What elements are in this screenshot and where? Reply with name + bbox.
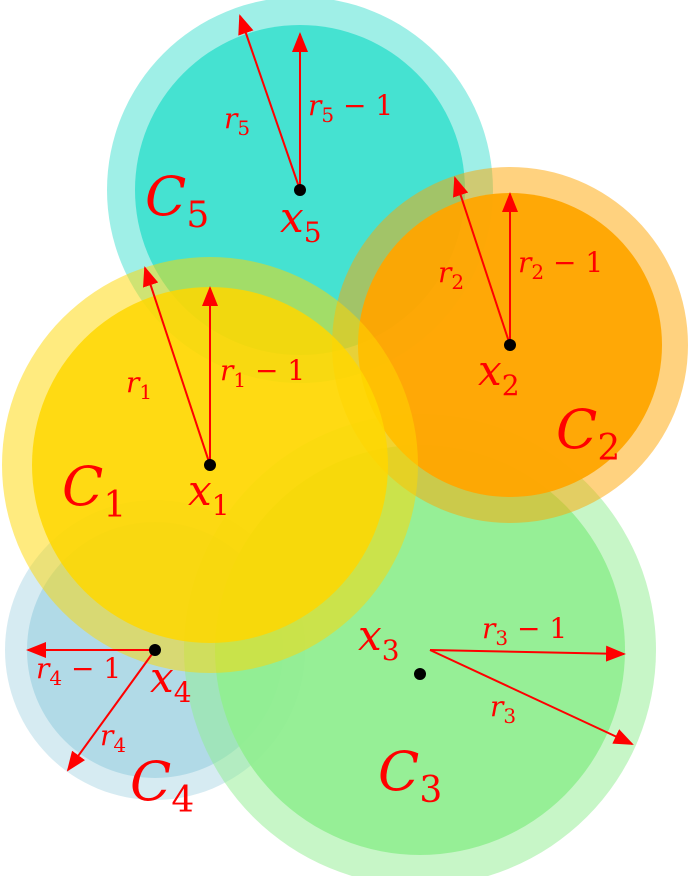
center-x2 [504,339,516,351]
label-x4: x4 [150,653,192,709]
arrows [26,14,634,772]
label-x3: x3 [358,611,400,667]
arrow-r5 [238,14,301,191]
label-c2: C2 [556,398,620,469]
label-c5: C5 [145,165,209,236]
label-r4: r4 [100,719,126,757]
label-r2-minus-1: r2 − 1 [518,246,603,284]
label-x2: x2 [478,346,520,402]
label-x1: x1 [188,466,230,522]
label-r5-minus-1: r5 − 1 [308,89,393,127]
label-r3-minus-1: r3 − 1 [482,612,567,650]
center-x5 [294,184,306,196]
arrow-r3-minus-1 [429,645,626,662]
arrow-r3 [429,649,634,745]
arrow-r1 [143,266,211,466]
label-c1: C1 [62,455,126,526]
label-r4-minus-1: r4 − 1 [36,652,121,690]
center-x4 [149,644,161,656]
arrow-r4 [66,649,156,772]
label-c3: C3 [378,740,442,811]
arrow-r2 [453,176,511,346]
label-r1: r1 [126,366,152,404]
label-x5: x5 [280,193,322,249]
label-r5: r5 [224,102,250,140]
label-r2: r2 [438,256,464,294]
label-r3: r3 [490,690,516,728]
center-x3 [414,668,426,680]
center-points [149,184,516,680]
label-r1-minus-1: r1 − 1 [220,354,305,392]
center-x1 [204,459,216,471]
label-c4: C4 [130,750,194,821]
